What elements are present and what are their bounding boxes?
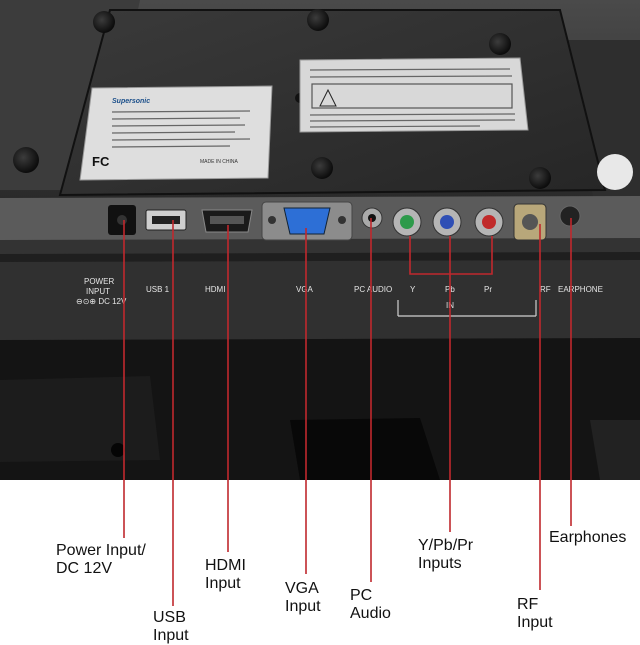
caption-leader-lines [123, 480, 572, 606]
callout-line: USB [153, 609, 186, 626]
screw-icon [307, 9, 329, 31]
callout-line: Input [285, 598, 321, 615]
callout-line: Input [517, 614, 553, 631]
callout-pc-audio: PC Audio [350, 587, 391, 623]
callout-ypbpr-inputs: Y/Pb/Pr Inputs [418, 537, 473, 573]
callout-hdmi-input: HDMI Input [205, 557, 246, 593]
label-power: POWER [84, 277, 114, 286]
callout-line: PC [350, 587, 373, 604]
sticker-made-in: MADE IN CHINA [200, 159, 238, 165]
rf-port-hole [522, 214, 538, 230]
label-pc-audio: PC AUDIO [354, 285, 392, 294]
caution-text-lines [309, 68, 516, 128]
vga-screw [338, 216, 346, 224]
label-usb: USB 1 [146, 285, 170, 294]
component-pb-ring [440, 215, 454, 229]
callout-line: RF [517, 596, 539, 613]
callout-line: Power Input/ [56, 542, 146, 559]
earphone-port [559, 205, 581, 227]
screw-hole-icon [111, 443, 125, 457]
screw-icon [311, 157, 333, 179]
stand-recess [290, 418, 440, 480]
label-vga: VGA [296, 285, 314, 294]
component-pr-ring [482, 215, 496, 229]
connector-panel-shadow [0, 238, 640, 254]
screw-icon [529, 167, 551, 189]
lower-housing [0, 338, 640, 480]
vga-screw [268, 216, 276, 224]
callout-line: HDMI [205, 557, 246, 574]
component-y-ring [400, 215, 414, 229]
lower-right-block [590, 420, 640, 480]
sticker-text-lines [111, 110, 251, 148]
label-hdmi: HDMI [205, 285, 225, 294]
callout-line: Inputs [418, 555, 462, 572]
round-label [597, 154, 633, 190]
component-bracket [397, 300, 537, 317]
screw-icon [489, 33, 511, 55]
sticker-fcc: FC [92, 154, 110, 169]
warning-triangle-icon [319, 88, 337, 107]
vga-socket [283, 207, 331, 235]
callout-usb-input: USB Input [153, 609, 189, 645]
pc-audio-hole [368, 214, 376, 222]
label-strip [0, 260, 640, 342]
callout-line: VGA [285, 580, 319, 597]
hdmi-port-slot [210, 216, 244, 224]
lower-bezel [0, 376, 160, 462]
label-rf: RF [540, 285, 551, 294]
callout-earphones: Earphones [549, 529, 626, 547]
callout-rf-input: RF Input [517, 596, 553, 632]
dc-jack-pin [117, 215, 127, 225]
label-earphone: EARPHONE [558, 285, 603, 294]
label-y: Y [410, 285, 416, 294]
callout-line: DC 12V [56, 560, 113, 577]
callout-line: Audio [350, 605, 391, 622]
label-pr: Pr [484, 285, 492, 294]
tv-rear-panel-photo: Supersonic FC MADE IN CHINA [0, 0, 640, 480]
label-dc: ⊖⊙⊕ DC 12V [76, 297, 127, 306]
screw-icon [93, 11, 115, 33]
screw-icon [13, 147, 39, 173]
leader-lines [123, 218, 572, 480]
callout-vga-input: VGA Input [285, 580, 321, 616]
callout-line: Input [205, 575, 241, 592]
callout-power-input: Power Input/ DC 12V [56, 542, 146, 578]
callout-line: Input [153, 627, 189, 644]
label-input: INPUT [86, 287, 110, 296]
callout-line: Y/Pb/Pr [418, 537, 474, 554]
sticker-brand: Supersonic [112, 98, 150, 105]
usb-port-slot [152, 216, 180, 224]
callout-line: Earphones [549, 529, 627, 546]
